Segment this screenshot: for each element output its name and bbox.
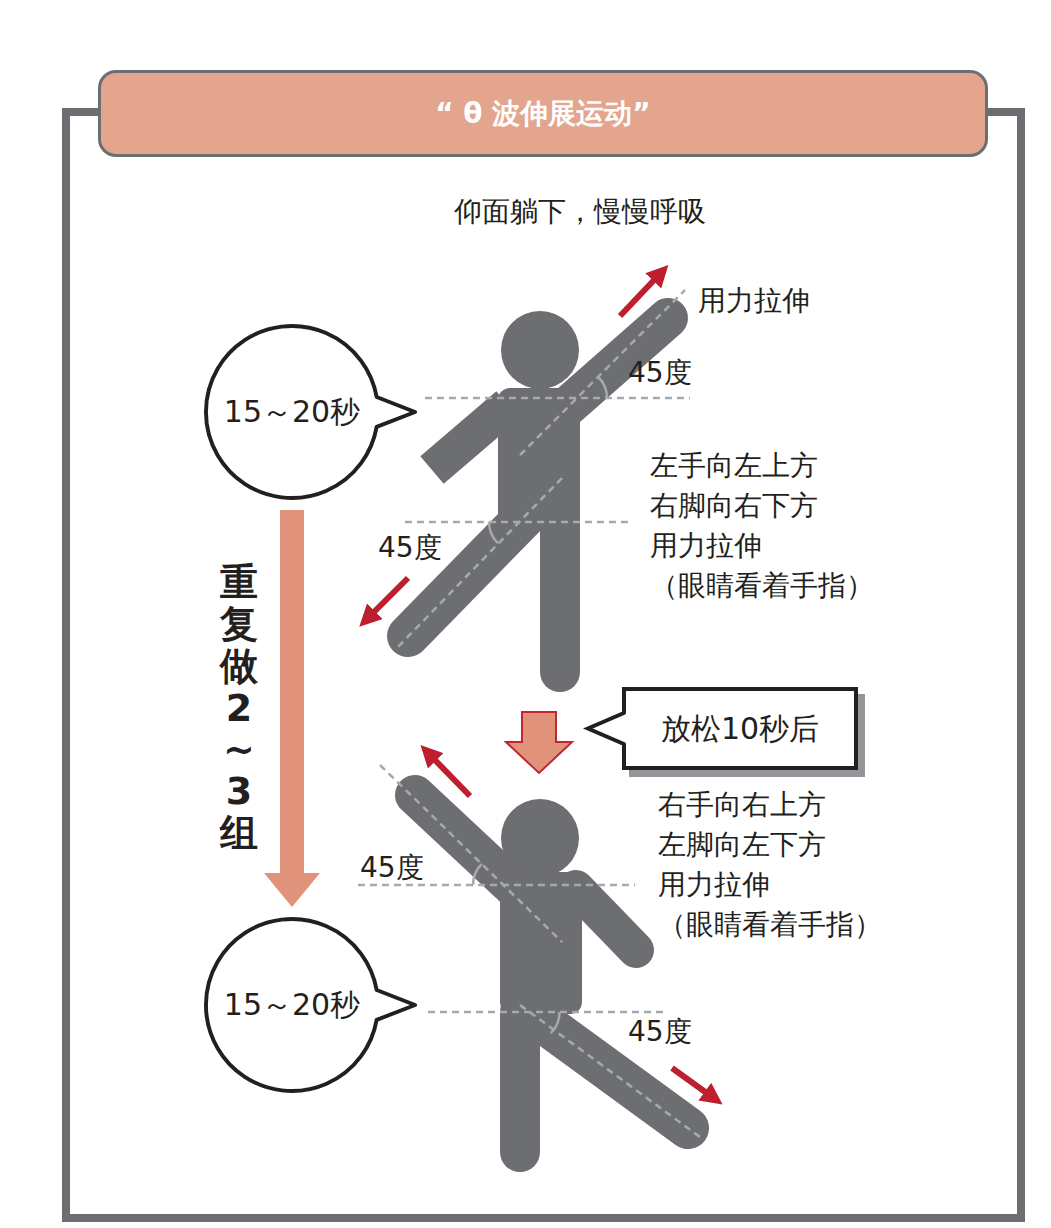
angle-arc bbox=[551, 1012, 560, 1033]
instruction-text: 右手向右上方 左脚向左下方 用力拉伸 （眼睛看着手指） bbox=[658, 785, 898, 945]
angle-arc bbox=[598, 377, 607, 398]
stretch-arrow bbox=[372, 578, 408, 614]
angle-arc bbox=[473, 864, 482, 885]
figure-arm bbox=[576, 888, 636, 950]
angle-label: 45度 bbox=[378, 532, 442, 564]
figure-head bbox=[501, 799, 579, 877]
title-text: “ θ 波伸展运动” bbox=[435, 95, 651, 133]
arrow-shaft bbox=[280, 510, 304, 873]
figure-leg bbox=[540, 520, 580, 672]
callout-box: 放松10秒后 bbox=[622, 687, 858, 770]
instruction-text: 仰面躺下，慢慢呼吸 bbox=[380, 196, 780, 228]
box-pointer bbox=[582, 687, 632, 770]
figure-arm bbox=[432, 405, 508, 470]
frame bbox=[66, 112, 1021, 1218]
instruction-text: 左手向左上方 右脚向右下方 用力拉伸 （眼睛看着手指） bbox=[650, 446, 890, 606]
guide-line bbox=[358, 884, 635, 887]
bubble-outline bbox=[206, 919, 415, 1091]
angle-label: 45度 bbox=[628, 1016, 692, 1048]
timer-bubble: 15～20秒 bbox=[204, 324, 380, 500]
box-pointer bbox=[588, 713, 628, 745]
angle-arc bbox=[489, 522, 498, 543]
timer-bubble: 15～20秒 bbox=[204, 917, 380, 1093]
guide-line bbox=[428, 1011, 668, 1014]
box-pointer bbox=[588, 713, 625, 745]
angle-label: 45度 bbox=[628, 357, 692, 389]
figure-head bbox=[501, 311, 579, 389]
stretch-arrow bbox=[672, 1068, 708, 1094]
angle-label: 45度 bbox=[360, 852, 424, 884]
guide-line bbox=[425, 397, 690, 400]
title-band: “ θ 波伸展运动” bbox=[98, 70, 988, 157]
bubble-outline bbox=[206, 326, 415, 498]
node-text: 15～20秒 bbox=[224, 987, 360, 1023]
node-text: 放松10秒后 bbox=[661, 711, 819, 747]
repeat-arrow bbox=[264, 510, 320, 907]
node-text: 15～20秒 bbox=[224, 394, 360, 430]
stretch-arrow bbox=[433, 758, 470, 796]
stretch-label: 用力拉伸 bbox=[698, 285, 810, 317]
stretch-arrow bbox=[620, 278, 656, 316]
repeat-label: 重复做2~3组 bbox=[220, 562, 258, 855]
arrow-head bbox=[264, 873, 320, 907]
next-arrow bbox=[506, 712, 572, 773]
